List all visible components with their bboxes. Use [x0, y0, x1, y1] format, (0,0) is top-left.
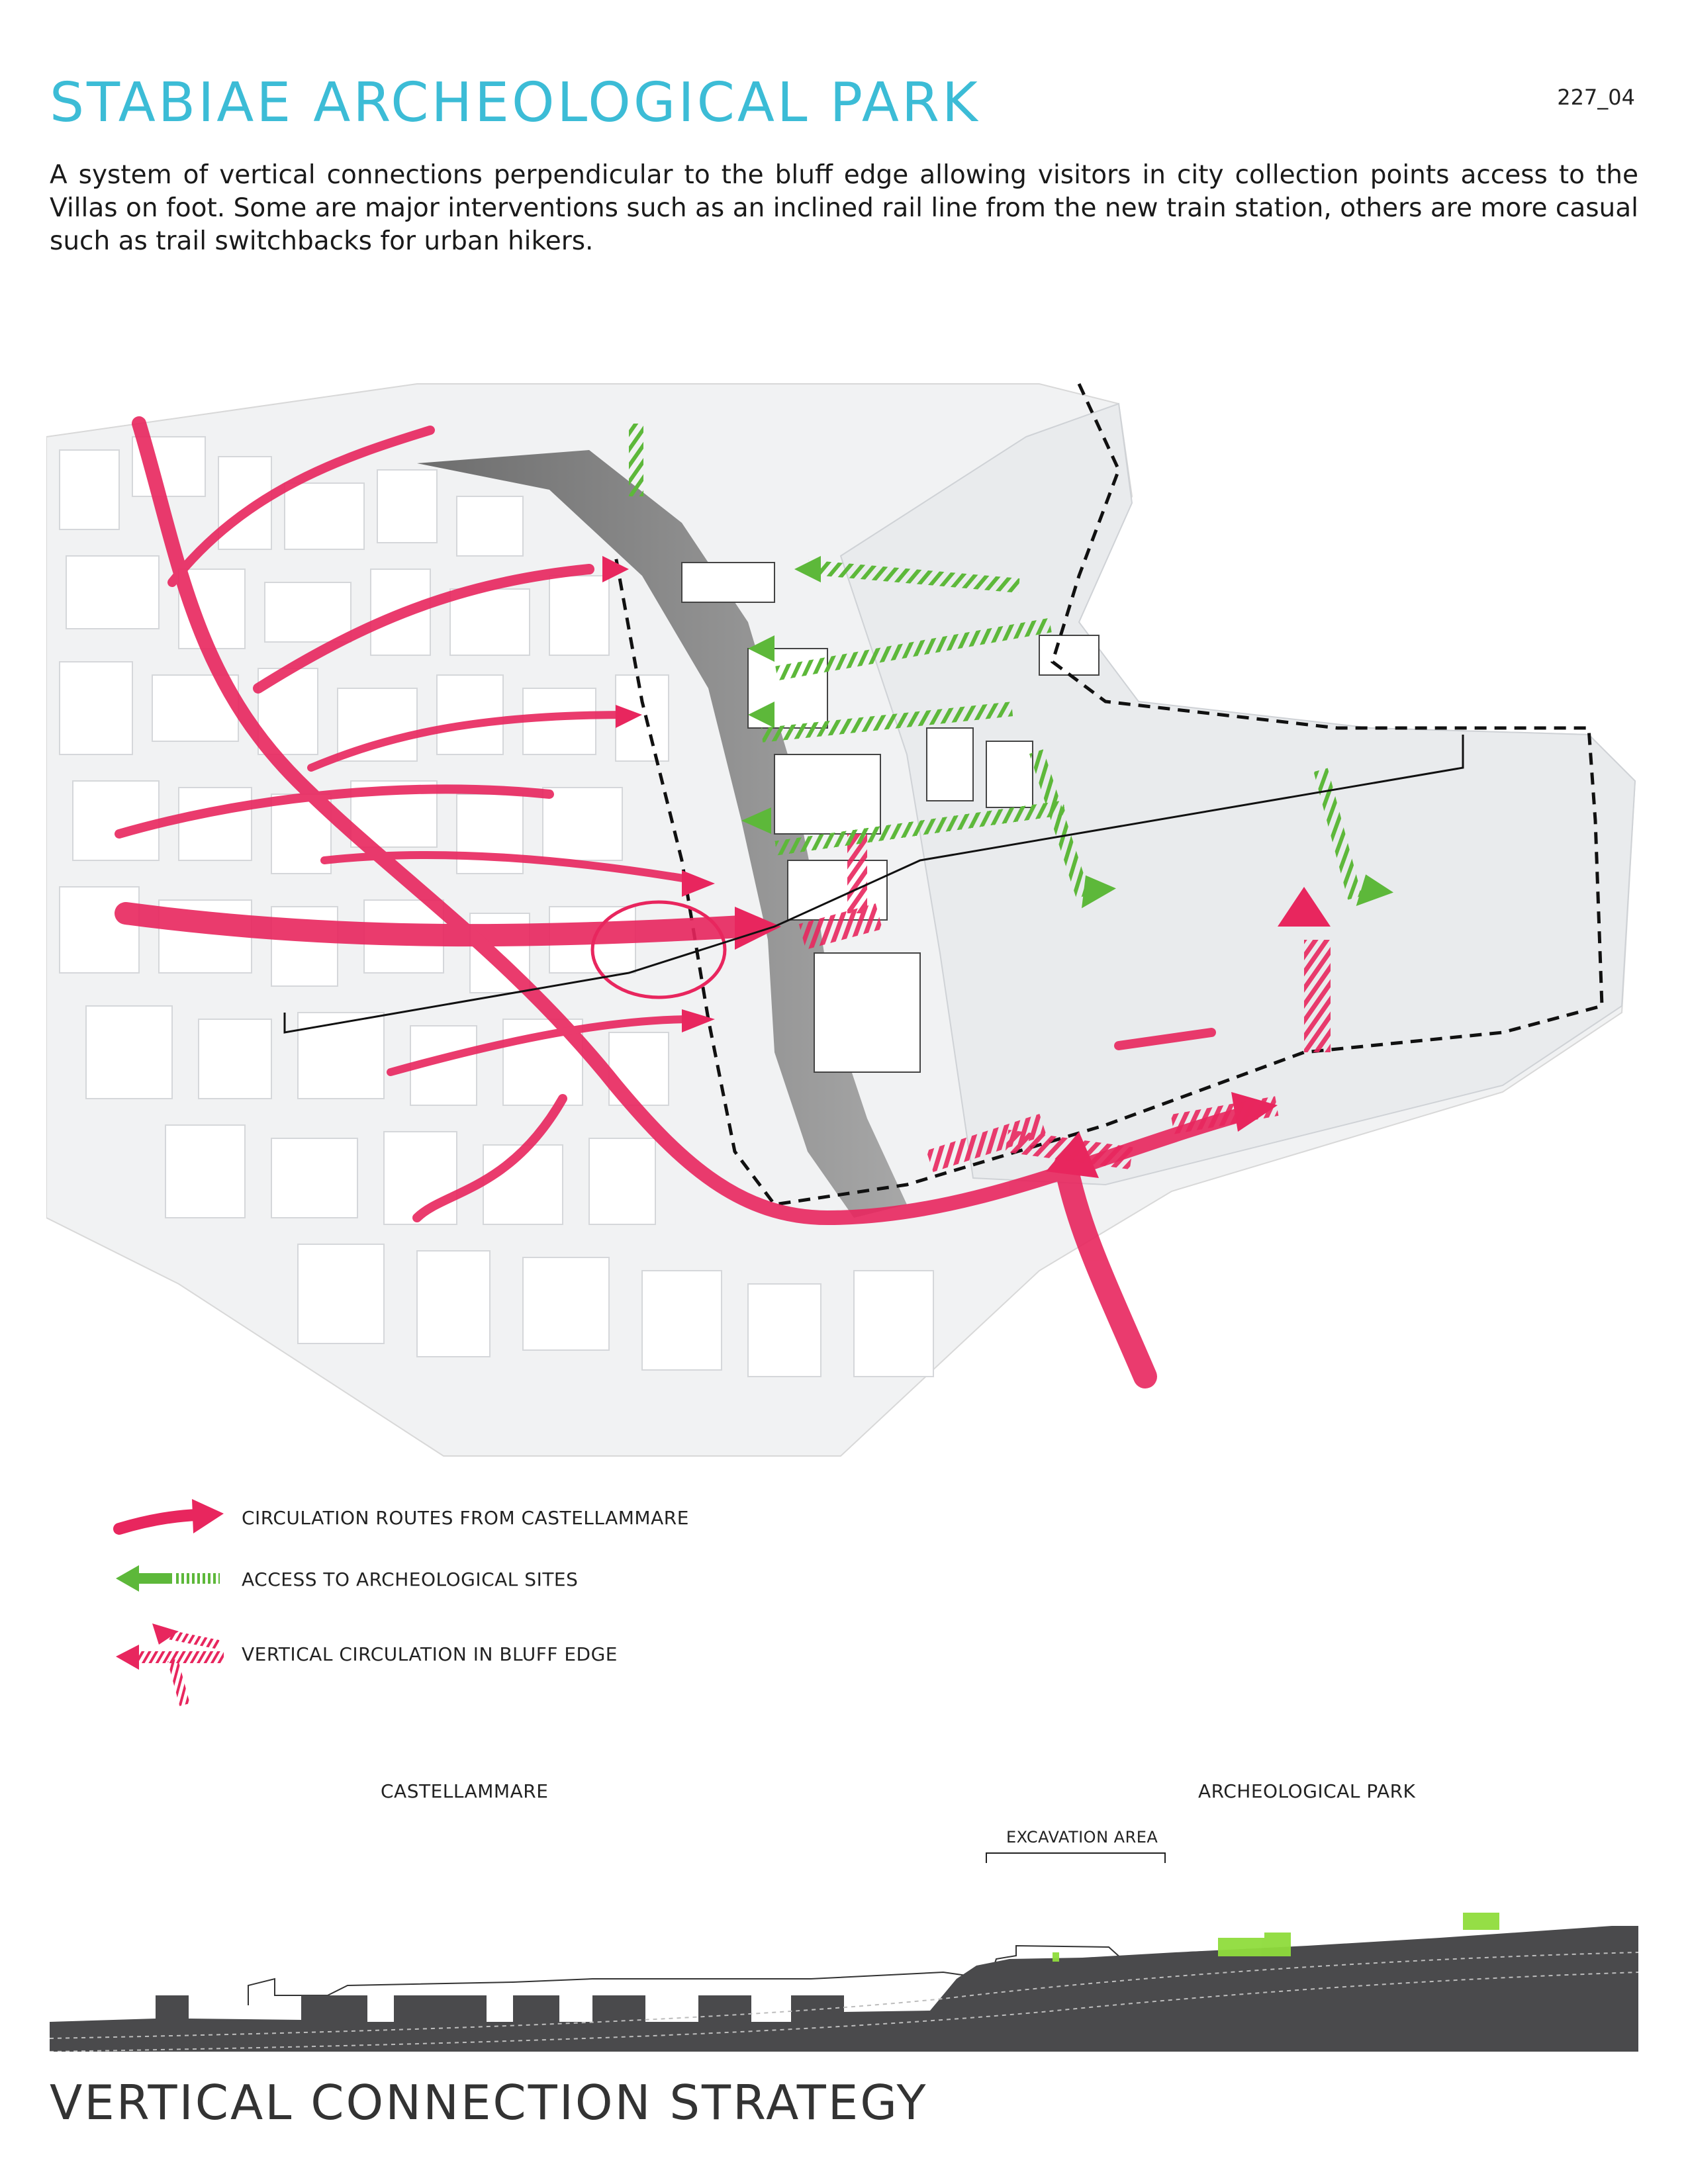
section-label-archeological-park: ARCHEOLOGICAL PARK	[1198, 1780, 1416, 1802]
legend-item-circulation: CIRCULATION ROUTES FROM CASTELLAMMARE	[113, 1492, 841, 1545]
map-legend: CIRCULATION ROUTES FROM CASTELLAMMARE AC…	[113, 1492, 841, 1711]
footer-title: VERTICAL CONNECTION STRATEGY	[50, 2075, 928, 2130]
park-boundary-line	[614, 383, 1604, 1206]
page-title: STABIAE ARCHEOLOGICAL PARK	[50, 71, 980, 134]
green-dashed-arrow-icon	[116, 1565, 220, 1592]
traffic-circle	[590, 900, 727, 999]
legend-item-access: ACCESS TO ARCHEOLOGICAL SITES	[113, 1562, 841, 1615]
site-section: CASTELLAMMARE ARCHEOLOGICAL PARK EXCAVAT…	[50, 1760, 1638, 2052]
section-drawing	[50, 1852, 1638, 2052]
villa-excavation-structures	[681, 562, 1100, 1073]
legend-label: VERTICAL CIRCULATION IN BLUFF EDGE	[242, 1643, 618, 1665]
intro-paragraph: A system of vertical connections perpend…	[50, 160, 1638, 256]
archeological-access-routes	[629, 424, 1394, 909]
circulation-routes	[115, 416, 1258, 1388]
section-label-castellammare: CASTELLAMMARE	[381, 1780, 549, 1802]
legend-label: ACCESS TO ARCHEOLOGICAL SITES	[242, 1569, 579, 1590]
legend-label: CIRCULATION ROUTES FROM CASTELLAMMARE	[242, 1507, 689, 1529]
section-label-excavation: EXCAVATION AREA	[1006, 1828, 1158, 1846]
axonometric-site-map	[46, 383, 1636, 1457]
pink-solid-arrow-icon	[113, 1499, 224, 1535]
legend-item-vertical: VERTICAL CIRCULATION IN BLUFF EDGE	[113, 1618, 841, 1711]
vertical-bluff-circulation	[798, 834, 1331, 1172]
section-cut-line	[283, 735, 1464, 1034]
bluff-edge-cliff	[417, 450, 907, 1218]
pink-hatched-arrow-icon	[116, 1623, 224, 1706]
sheet-number: 227_04	[1557, 85, 1635, 110]
